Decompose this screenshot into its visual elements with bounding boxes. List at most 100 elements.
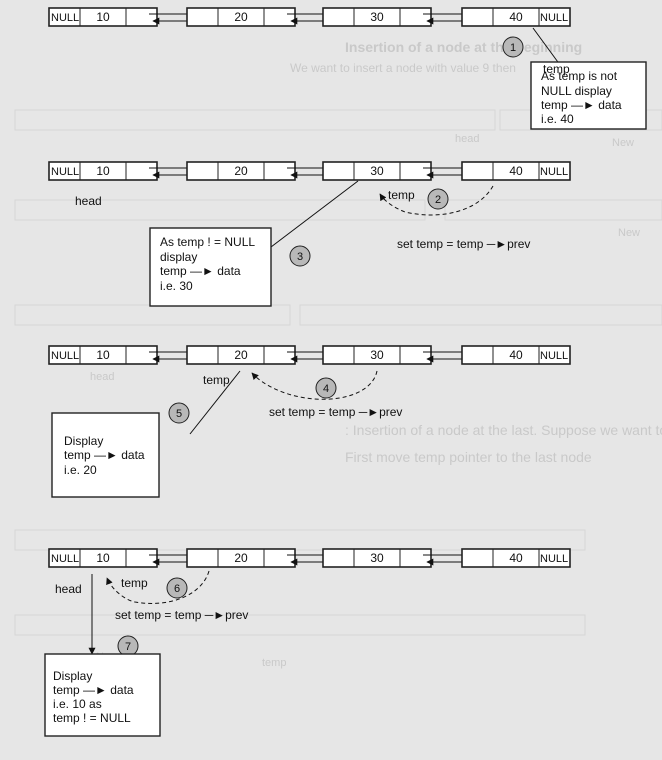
step-1-circle [502, 36, 524, 58]
node-box [186, 7, 296, 27]
box5-line: temp —► data [64, 448, 145, 462]
bleed-node-outline [14, 109, 496, 131]
temp-label-step6: temp [121, 576, 148, 590]
node-value: 20 [234, 164, 248, 178]
box7-line: Display [53, 669, 92, 683]
bleed-node-outline [14, 304, 291, 326]
bleed-node-outline [14, 199, 426, 221]
bleed-head-label: head [455, 133, 479, 145]
prev-null-label: NULL [51, 12, 79, 24]
next-null-label: NULL [540, 350, 568, 362]
list-node: 40 NULL [461, 548, 571, 568]
labels: temp head temp set temp = temp ─►prev te… [55, 62, 570, 622]
node-box [186, 161, 296, 181]
node-value: 10 [96, 164, 110, 178]
box1-line: NULL display [541, 84, 612, 98]
node-box [322, 161, 432, 181]
action-label-step6: set temp = temp ─►prev [115, 608, 248, 622]
node-value: 20 [234, 551, 248, 565]
explanation-box-step5 [51, 412, 160, 498]
node-value: 10 [96, 10, 110, 24]
node-box [322, 548, 432, 568]
node-value: 30 [370, 164, 384, 178]
prev-null-label: NULL [51, 553, 79, 565]
bleed-node-outline [14, 614, 586, 636]
bleed-paragraph: : Insertion of a node at the last. Suppo… [345, 422, 662, 438]
prev-null-label: NULL [51, 166, 79, 178]
step-4-number: 4 [323, 383, 329, 395]
node-box [461, 161, 571, 181]
step-3-number: 3 [297, 251, 303, 263]
box1-line: temp —► data [541, 98, 622, 112]
box1-line: As temp is not [541, 69, 618, 83]
list-node: 40 NULL [461, 345, 571, 365]
node-value: 40 [509, 164, 523, 178]
node-value: 40 [509, 551, 523, 565]
node-value: 30 [370, 348, 384, 362]
explanation-boxes [44, 61, 647, 737]
step-6-number: 6 [174, 583, 180, 595]
bleed-head-label: head [90, 371, 114, 383]
list-node: 30 [322, 345, 432, 365]
box7-line: temp ! = NULL [53, 711, 131, 725]
bleed-node-outline [444, 199, 662, 221]
node-value: 20 [234, 10, 248, 24]
node-box [48, 161, 158, 181]
list-node: 30 [322, 161, 432, 181]
head-label-row2: head [75, 194, 102, 208]
step-7-number: 7 [125, 641, 131, 653]
connectors [88, 27, 564, 655]
step-5-circle [168, 402, 190, 424]
box7-line: i.e. 10 as [53, 697, 102, 711]
bleed-temp-label: temp [262, 657, 286, 669]
bleed-new-label: New [612, 137, 634, 149]
pointer-line-step5 [189, 370, 241, 435]
explanation-box-step7 [44, 653, 161, 737]
box5-line: Display [64, 434, 103, 448]
traversal-arc-step6 [106, 570, 210, 604]
list-row-3: 10 NULL 20 30 40 NULL [48, 345, 571, 365]
explanation-box-step1 [530, 61, 647, 130]
node-value: 20 [234, 348, 248, 362]
box3-line: i.e. 30 [160, 279, 193, 293]
bleed-line: We want to insert a node with value 9 th… [290, 61, 516, 75]
step-1-number: 1 [510, 42, 516, 54]
temp-label-step1: temp [543, 62, 570, 76]
explanation-box-step3 [149, 227, 272, 307]
bleed-node-outline [299, 304, 662, 326]
list-node: 20 [186, 161, 296, 181]
node-value: 30 [370, 551, 384, 565]
temp-label-step4: temp [203, 373, 230, 387]
node-value: 40 [509, 348, 523, 362]
list-node: 10 NULL [48, 7, 158, 27]
bleed-heading: Insertion of a node at the beginning [345, 39, 582, 55]
box3-line: As temp ! = NULL [160, 235, 255, 249]
box3-line: temp —► data [160, 264, 241, 278]
node-box [186, 548, 296, 568]
step-4-circle [315, 377, 337, 399]
temp-label-step2: temp [388, 188, 415, 202]
node-value: 30 [370, 10, 384, 24]
list-node: 20 [186, 548, 296, 568]
list-node: 20 [186, 7, 296, 27]
head-label-row4: head [55, 582, 82, 596]
node-box [186, 345, 296, 365]
traversal-arc-step2 [379, 185, 494, 216]
step-3-circle [289, 245, 311, 267]
node-box [48, 548, 158, 568]
next-null-label: NULL [540, 553, 568, 565]
node-value: 40 [509, 10, 523, 24]
action-label-step4: set temp = temp ─►prev [269, 405, 402, 419]
step-2-circle [427, 188, 449, 210]
prev-null-label: NULL [51, 350, 79, 362]
step-circles: 1 2 3 4 5 6 7 [117, 36, 524, 657]
node-value: 10 [96, 348, 110, 362]
bleed-node-outline [14, 529, 586, 551]
